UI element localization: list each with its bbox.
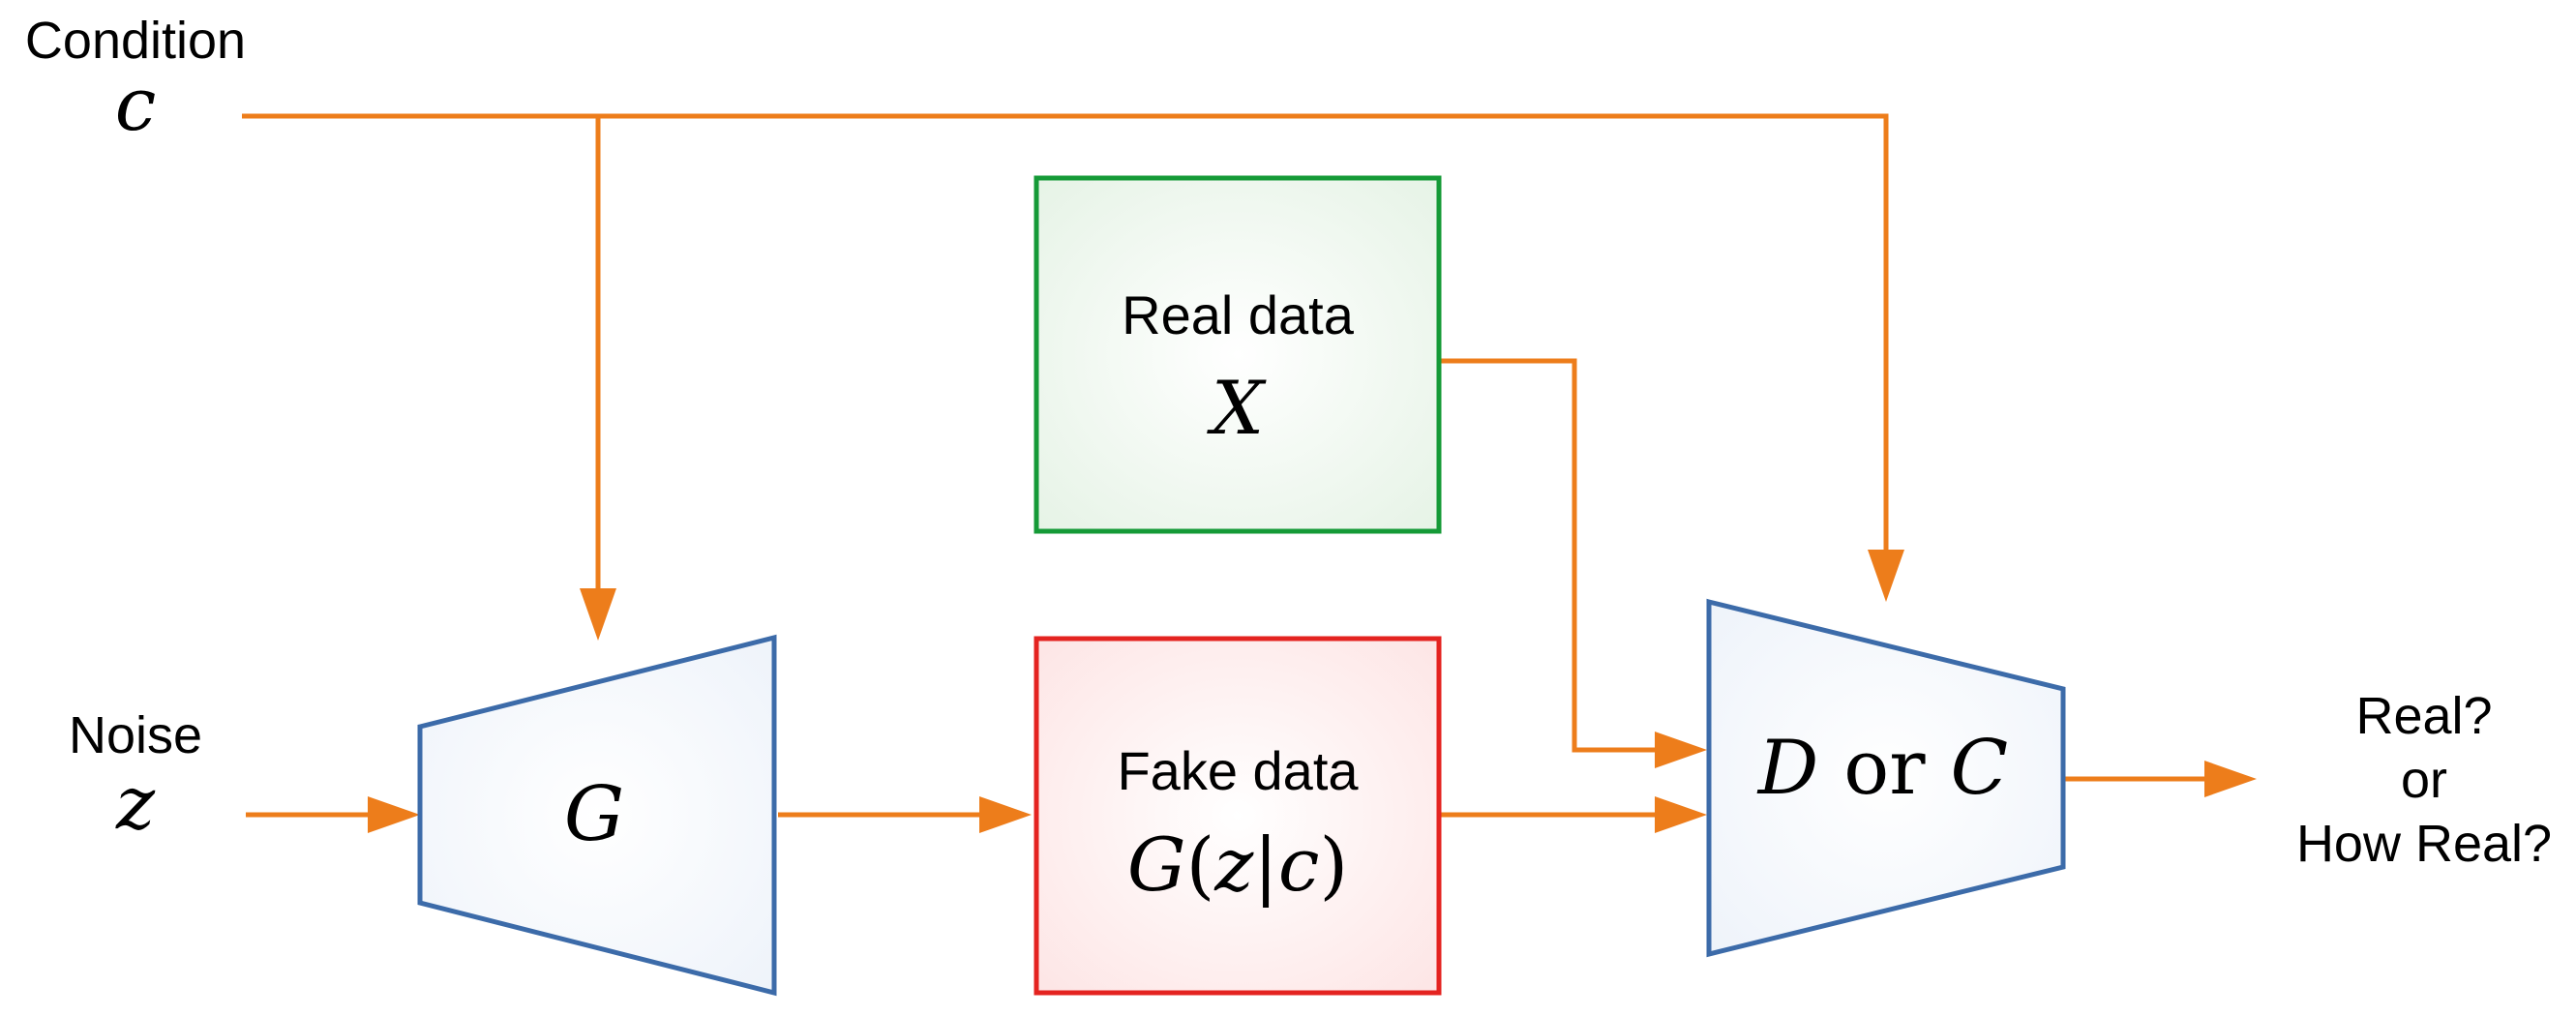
fake-symbol-bar: |	[1253, 822, 1278, 908]
arrowhead-right-icon	[1655, 732, 1707, 768]
disc-symbol-d: D	[1756, 725, 1819, 812]
fake-symbol-close: )	[1319, 822, 1348, 908]
arrowhead-down-icon	[580, 588, 616, 641]
noise-label: Noise	[69, 706, 202, 764]
fake-data-box	[1033, 636, 1442, 996]
generator-symbol: G	[564, 771, 624, 858]
noise-symbol: z	[115, 760, 156, 846]
output-line-2: or	[2401, 751, 2447, 809]
output-line-3: How Real?	[2296, 815, 2552, 873]
fake-symbol-c: c	[1278, 822, 1320, 908]
fake-symbol-z: z	[1213, 822, 1254, 908]
discriminator-block	[1706, 598, 2066, 958]
real-data-box	[1033, 175, 1442, 534]
arrowhead-right-icon	[1655, 796, 1707, 833]
arrowhead-right-icon	[368, 796, 420, 833]
fake-data-label: Fake data	[1117, 740, 1359, 801]
arrowhead-down-icon	[1868, 550, 1904, 602]
disc-symbol-c: C	[1951, 725, 2009, 812]
arrowheads	[368, 550, 2257, 833]
real-data-symbol: X	[1207, 365, 1267, 451]
condition-symbol: c	[115, 61, 157, 147]
real-to-discriminator-wire	[1440, 358, 1664, 753]
condition-label: Condition	[25, 12, 246, 70]
fake-symbol-g: G	[1127, 822, 1186, 908]
fake-symbol-open: (	[1186, 822, 1215, 908]
condition-main-wire	[242, 113, 1889, 559]
fake-data-symbol: G(z|c)	[1127, 822, 1348, 908]
real-data-label: Real data	[1122, 284, 1355, 345]
disc-symbol-or: or	[1843, 725, 1926, 812]
output-line-1: Real?	[2355, 687, 2492, 745]
connections	[242, 113, 2206, 818]
arrowhead-right-icon	[2204, 761, 2257, 797]
generator-block	[417, 634, 777, 997]
arrowhead-right-icon	[979, 796, 1032, 833]
